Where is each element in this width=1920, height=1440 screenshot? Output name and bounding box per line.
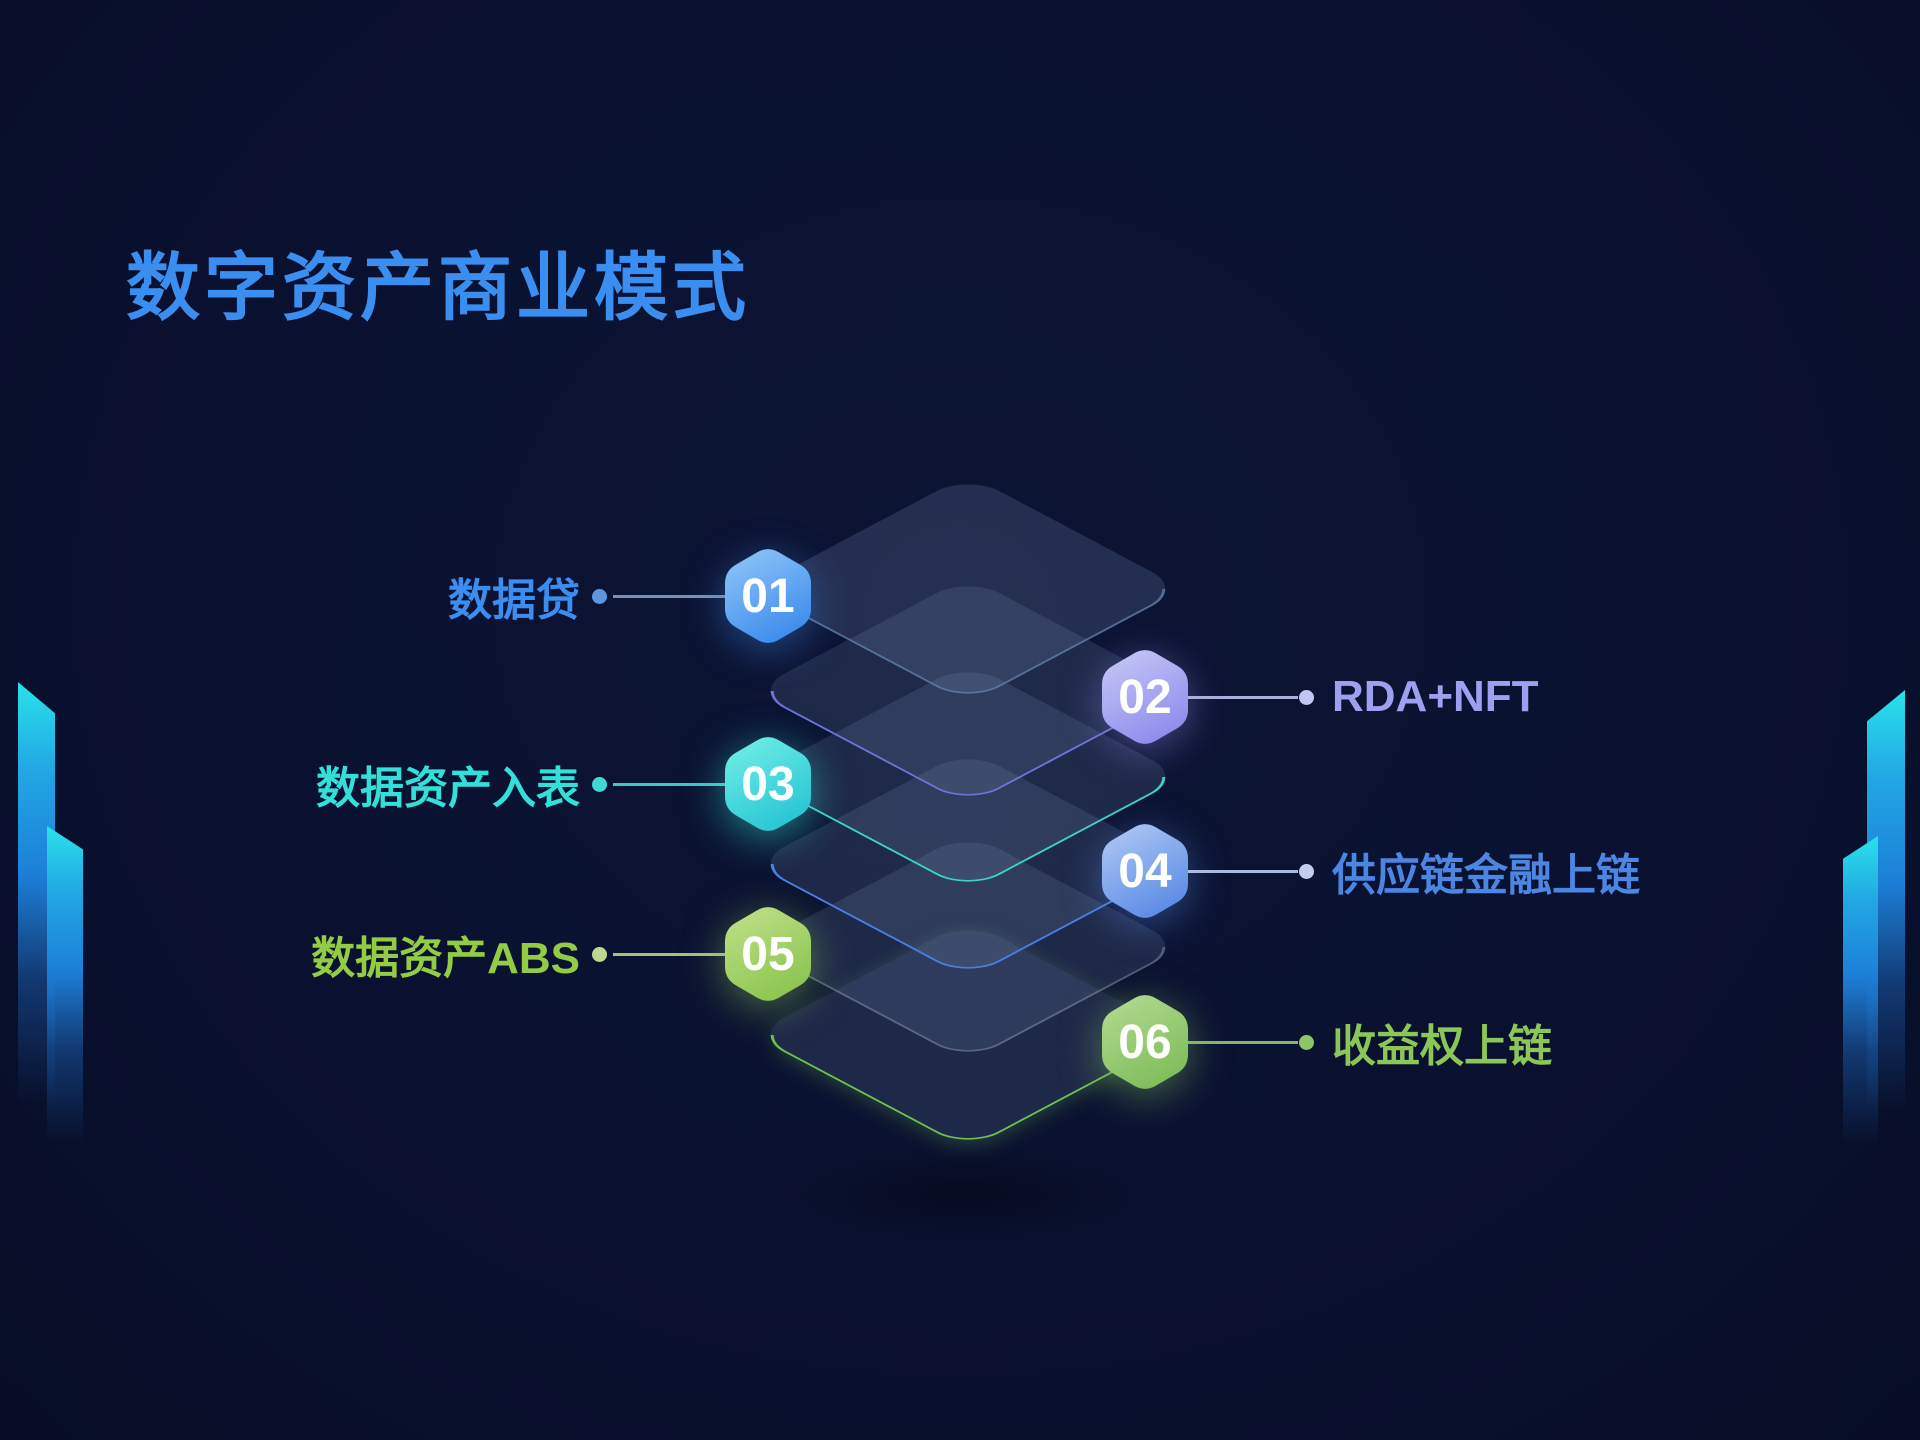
left-decoration-bar-front bbox=[47, 826, 83, 1186]
hexagon-badge-04: 04 bbox=[1100, 819, 1190, 923]
hexagon-badge-01: 01 bbox=[723, 544, 813, 648]
diagram-row-06: 06 收益权上链 bbox=[0, 990, 1920, 1094]
diagram-row-02: 02 RDA+NFT bbox=[0, 645, 1920, 749]
step-number: 03 bbox=[741, 757, 795, 811]
row-label: 数据资产ABS bbox=[311, 934, 580, 983]
connector-line bbox=[613, 595, 727, 598]
step-number: 04 bbox=[1118, 844, 1172, 898]
diagram-row-04: 04 供应链金融上链 bbox=[0, 819, 1920, 923]
connector-dot bbox=[1299, 690, 1314, 705]
stack-shadow bbox=[685, 1120, 1245, 1270]
connector-line bbox=[613, 783, 727, 786]
connector-line bbox=[1188, 870, 1298, 873]
hexagon-badge-02: 02 bbox=[1100, 645, 1190, 749]
diagram-row-03: 数据资产入表 03 bbox=[0, 732, 1920, 836]
hexagon-icon bbox=[725, 549, 811, 643]
row-label: 数据贷 bbox=[448, 576, 580, 625]
step-number: 02 bbox=[1118, 670, 1172, 724]
hexagon-icon bbox=[1102, 824, 1188, 918]
hexagon-icon bbox=[725, 907, 811, 1001]
connector-dot bbox=[1299, 1035, 1314, 1050]
step-number: 06 bbox=[1118, 1015, 1172, 1069]
row-label: 收益权上链 bbox=[1332, 1022, 1552, 1071]
connector-line bbox=[1188, 696, 1298, 699]
connector-dot bbox=[592, 777, 607, 792]
row-label: 数据资产入表 bbox=[316, 764, 580, 813]
connector-dot bbox=[592, 947, 607, 962]
page-title: 数字资产商业模式 bbox=[126, 246, 750, 329]
hexagon-badge-06: 06 bbox=[1100, 990, 1190, 1094]
step-number: 01 bbox=[741, 569, 795, 623]
connector-dot bbox=[592, 589, 607, 604]
right-decoration-bar-front bbox=[1843, 836, 1878, 1186]
connector-line bbox=[1188, 1041, 1298, 1044]
connector-line bbox=[613, 953, 727, 956]
row-label: RDA+NFT bbox=[1332, 672, 1539, 721]
hexagon-badge-05: 05 bbox=[723, 902, 813, 1006]
hexagon-icon bbox=[725, 737, 811, 831]
connector-dot bbox=[1299, 864, 1314, 879]
diagram-row-01: 数据贷 01 bbox=[0, 544, 1920, 648]
hexagon-icon bbox=[1102, 650, 1188, 744]
diagram-row-05: 数据资产ABS 05 bbox=[0, 902, 1920, 1006]
step-number: 05 bbox=[741, 927, 795, 981]
row-label: 供应链金融上链 bbox=[1332, 851, 1640, 900]
hexagon-icon bbox=[1102, 995, 1188, 1089]
hexagon-badge-03: 03 bbox=[723, 732, 813, 836]
